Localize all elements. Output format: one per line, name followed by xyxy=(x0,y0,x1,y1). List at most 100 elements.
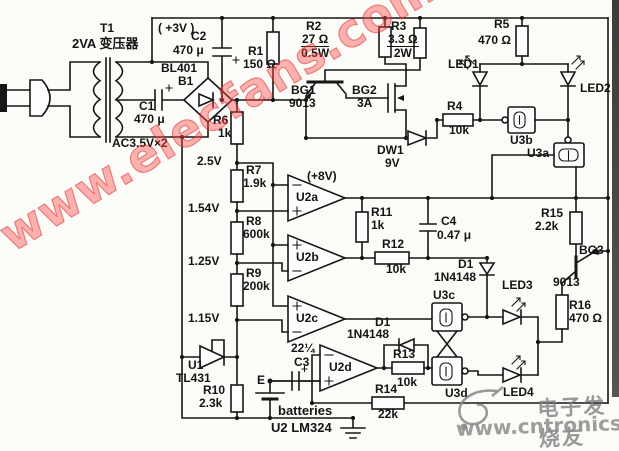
r16-value-label: 470 Ω xyxy=(569,311,602,325)
capacitor-c4-symbol xyxy=(419,197,437,259)
r16-ref-label: R16 xyxy=(569,298,592,312)
junction-dots xyxy=(149,15,611,421)
r5-ref-label: R5 xyxy=(494,17,510,31)
logo-swoosh-icon xyxy=(458,385,504,431)
node-2v5-label: 2.5V xyxy=(197,154,222,168)
r2-ref-label: R2 xyxy=(306,19,322,33)
u2d-label: U2d xyxy=(329,360,352,374)
u2c-label: U2c xyxy=(296,311,319,325)
r12-ref-label: R12 xyxy=(382,237,405,251)
r11-ref-label: R11 xyxy=(371,205,393,219)
r5-value-label: 470 Ω xyxy=(478,33,511,47)
resistor-r15-symbol xyxy=(569,197,583,258)
bridge-ref-label: B1 xyxy=(178,74,194,88)
opamp-u2d-symbol xyxy=(269,343,393,404)
capacitor-c1-symbol xyxy=(154,84,185,111)
r7-value-label: 1.9k xyxy=(243,176,267,190)
diode-d1-symbol xyxy=(478,257,496,318)
bg2-type-label: 3A xyxy=(357,96,373,110)
r8-ref-label: R8 xyxy=(246,214,262,228)
power-rails xyxy=(151,17,609,419)
resistor-r1-symbol xyxy=(266,17,280,101)
r14-ref-label: R14 xyxy=(375,382,398,396)
resistor-r14-symbol xyxy=(311,396,609,410)
r3-ref-label: R3 xyxy=(391,19,407,33)
u3a-label: U3a xyxy=(527,146,550,160)
mosfet-bg2-symbol xyxy=(387,83,407,139)
r4-ref-label: R4 xyxy=(447,99,463,113)
r3-value-label: 3.3 Ω xyxy=(387,32,419,47)
transformer-desc-label: 2VA 变压器 xyxy=(72,36,139,51)
r15-ref-label: R15 xyxy=(541,206,564,220)
r2-value-label: 27 Ω xyxy=(301,32,330,47)
r10-value-label: 2.3k xyxy=(199,396,223,410)
capacitor-c2-symbol xyxy=(212,17,240,101)
r10-ref-label: R10 xyxy=(203,383,226,397)
r6-value-label: 1k xyxy=(218,126,232,140)
r3-wattage-label: 2W xyxy=(393,45,412,60)
u3c-label: U3c xyxy=(433,288,456,302)
r15-value-label: 2.2k xyxy=(535,219,559,233)
r1-ref-label: R1 xyxy=(248,44,264,58)
bg1-ref-label: BG1 xyxy=(291,83,316,97)
opamp-ic-label: U2 LM324 xyxy=(271,420,332,435)
d1-ref-label: D1 xyxy=(458,257,474,271)
c4-ref-label: C4 xyxy=(441,214,457,228)
led4-symbol xyxy=(502,355,539,384)
node-1v15-label: 1.15V xyxy=(188,311,220,325)
zener-dw1-symbol xyxy=(305,119,438,147)
diode-d1b-symbol xyxy=(383,337,429,369)
bg2-ref-label: BG2 xyxy=(352,83,377,97)
d1b-ref-label: D1 xyxy=(375,315,391,329)
ground-icon xyxy=(340,417,366,439)
r13-ref-label: R13 xyxy=(393,347,416,361)
resistor-r12-symbol xyxy=(374,251,488,265)
led1-symbol xyxy=(459,55,489,121)
opamp-u2a-symbol xyxy=(236,162,609,307)
led4-label: LED4 xyxy=(503,385,534,399)
c2-ref-label: C2 xyxy=(191,29,207,43)
c1-ref-label: C1 xyxy=(139,99,155,113)
u3b-label: U3b xyxy=(510,133,533,147)
dw1-value-label: 9V xyxy=(385,156,400,170)
resistor-r4-symbol xyxy=(436,113,503,127)
r11-value-label: 1k xyxy=(371,218,385,232)
led2-symbol xyxy=(559,55,585,121)
r7-ref-label: R7 xyxy=(246,163,262,177)
ac-secondary-label: AC3.5V×2 xyxy=(112,136,168,150)
opamp-u2c-symbol xyxy=(236,294,433,344)
resistor-r5-symbol xyxy=(479,17,569,65)
optocoupler-u3d-symbol xyxy=(431,356,504,386)
r4-value-label: 10k xyxy=(449,123,470,137)
c2-value-label: 470 μ xyxy=(173,43,204,57)
bridge-type-label: BL401 xyxy=(161,61,198,75)
c1-value-label: 470 μ xyxy=(134,112,165,126)
optocoupler-u3b-symbol xyxy=(501,106,569,134)
node-1v54-label: 1.54V xyxy=(188,201,220,215)
resistor-r3-symbol xyxy=(378,17,407,87)
batteries-label: batteries xyxy=(278,403,333,418)
r2-wattage-label: 0.5W xyxy=(301,45,330,60)
battery-terminal-label: E xyxy=(257,373,266,387)
capacitor-c3-symbol xyxy=(269,365,321,391)
led2-label: LED2 xyxy=(580,81,611,95)
bg1-type-label: 9013 xyxy=(289,96,316,110)
u1-type-label: TL431 xyxy=(176,371,211,385)
transistor-bg3-symbol xyxy=(561,247,609,296)
u2b-label: U2b xyxy=(296,250,319,264)
resistor-r16-symbol xyxy=(537,294,569,343)
resistor-r11-symbol xyxy=(355,197,369,259)
c3-value-label: 22¼ xyxy=(291,341,315,355)
d1-type-label: 1N4148 xyxy=(434,270,477,284)
battery-symbol xyxy=(255,380,285,419)
tl431-u1-symbol xyxy=(181,339,238,370)
optocoupler-u3a-symbol xyxy=(491,119,585,199)
c4-value-label: 0.47 μ xyxy=(437,228,472,242)
c3-ref-label: C3 xyxy=(294,355,310,369)
bg3-ref-label: BG3 xyxy=(579,243,604,257)
r14-value-label: 22k xyxy=(378,407,399,421)
dw1-ref-label: DW1 xyxy=(377,143,404,157)
